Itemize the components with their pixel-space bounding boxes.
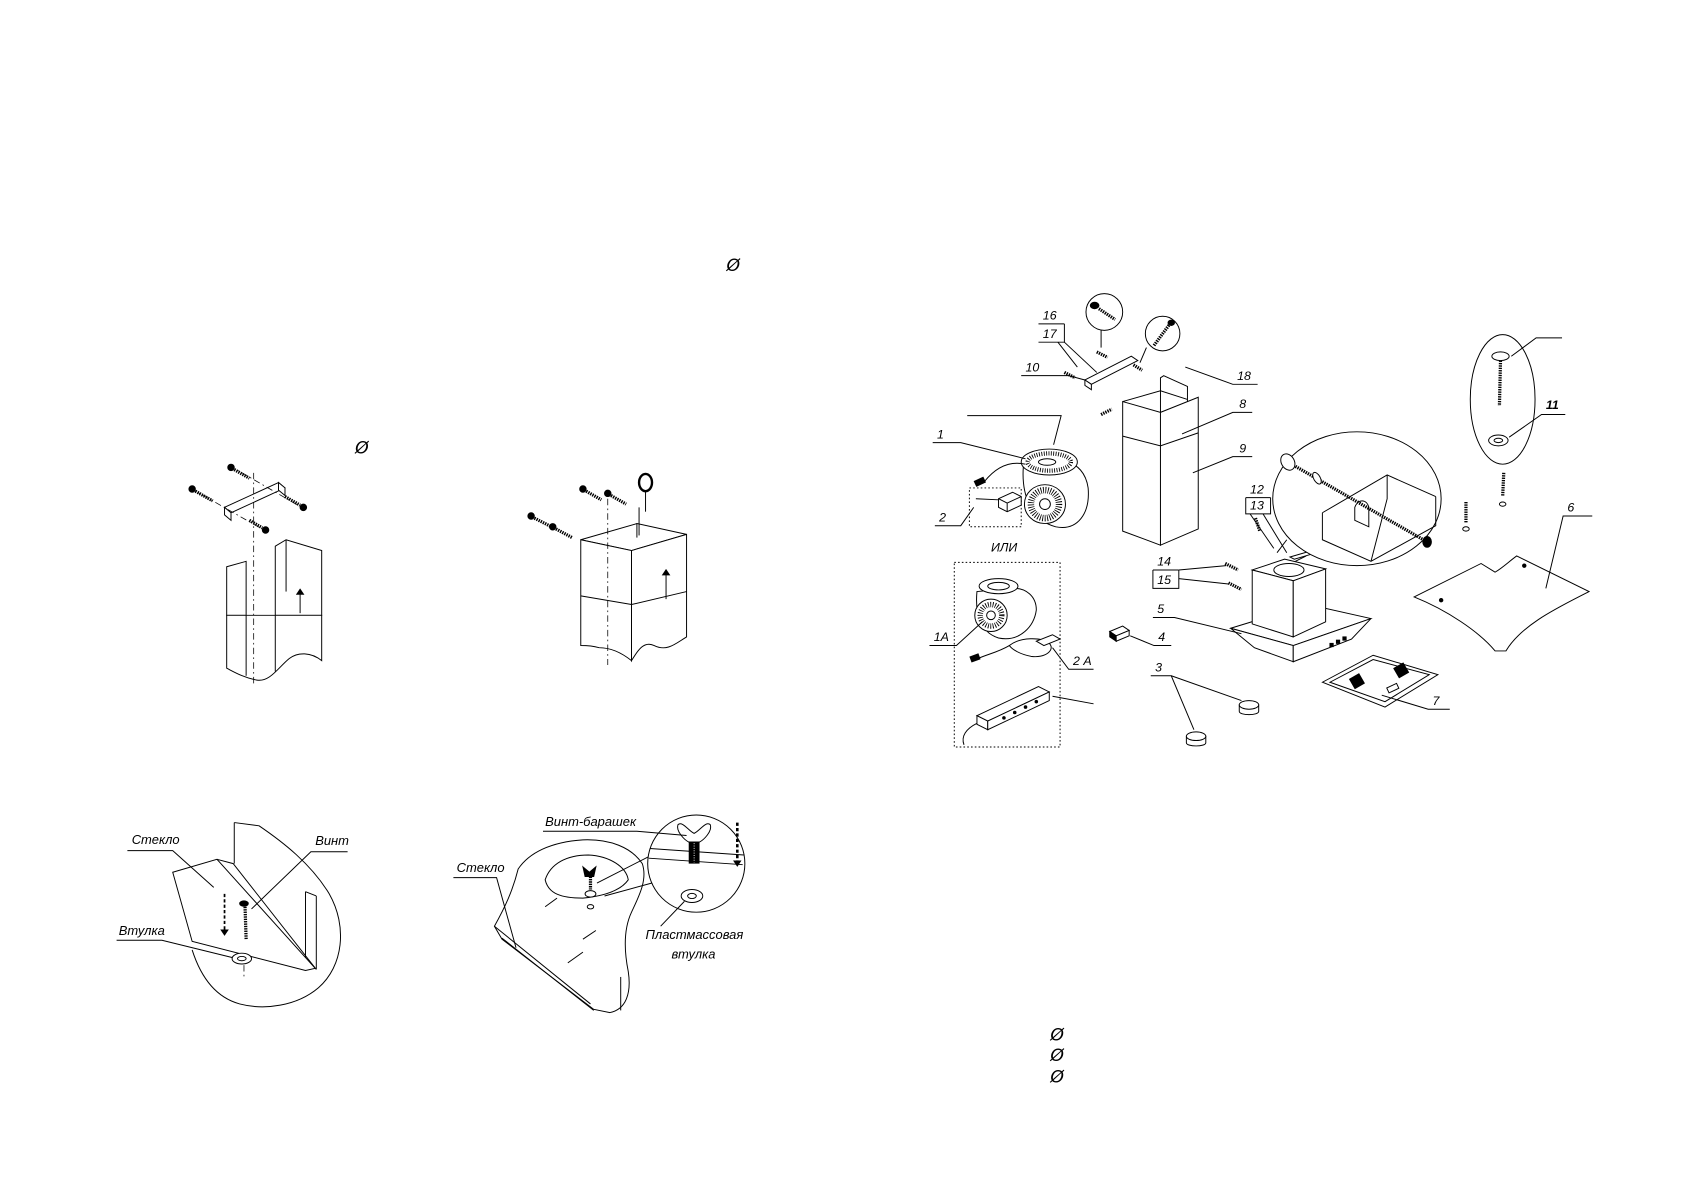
fan-motor-alt (974, 578, 1037, 640)
grease-filter (1321, 654, 1440, 708)
diameter-mark: Ø (726, 256, 741, 276)
part-label-5: 5 (1157, 602, 1164, 616)
wing-nut (677, 823, 712, 864)
part-label-7: 7 (1432, 694, 1440, 708)
part-label-1: 1 (937, 427, 944, 441)
screw (239, 900, 249, 940)
part-label-10: 10 (1026, 360, 1040, 374)
part-label-11: 11 (1546, 398, 1559, 412)
plastic-bushing (680, 889, 704, 903)
screw-bushing-inset (1469, 334, 1536, 465)
screw (1462, 501, 1470, 532)
glass-label: Стекло (457, 860, 505, 875)
part-label-16: 16 (1043, 309, 1057, 323)
chimney-right-face (1159, 396, 1199, 546)
mounting-bracket (1083, 355, 1139, 391)
wing-nut-detail: Винт-барашек Стекло Пластмассовая втулка (453, 814, 746, 1014)
part-label-12: 12 (1250, 482, 1264, 496)
chimney-bracket-figure (188, 463, 323, 685)
part-label-9: 9 (1239, 441, 1246, 455)
screw (1224, 562, 1239, 572)
part-label-4: 4 (1158, 630, 1165, 644)
glass-strip (494, 897, 622, 1011)
part-label-6: 6 (1567, 501, 1574, 515)
screw (1096, 350, 1109, 359)
chimney-lower-section (226, 614, 323, 681)
glass-label: Стекло (132, 832, 180, 847)
part-label-17: 17 (1043, 327, 1058, 341)
part-label-8: 8 (1239, 397, 1246, 411)
wing-nut-small (582, 865, 597, 910)
chimney-hanging-figure (527, 472, 688, 665)
part-label-18: 18 (1237, 369, 1251, 383)
plastic-bushing-label-line1: Пластмассовая (646, 927, 744, 942)
chimney-box (580, 523, 688, 663)
screw (548, 523, 573, 540)
bushing (231, 952, 253, 965)
detail-outline (191, 822, 341, 1008)
chimney-inner-section (1159, 375, 1188, 414)
part-label-2: 2 (938, 510, 946, 524)
chimney-left-face (1122, 400, 1161, 546)
glass-screw-detail: Стекло Винт Втулка (116, 822, 349, 1008)
bushing-label: Втулка (119, 923, 165, 938)
diameter-mark: Ø (1049, 1068, 1064, 1088)
screw-label: Винт (315, 833, 349, 848)
screw (1227, 581, 1243, 591)
hood-body (1228, 551, 1373, 663)
screw (248, 518, 270, 534)
or-label: ИЛИ (991, 541, 1017, 555)
foot-bushing (1238, 700, 1260, 716)
screw (579, 485, 603, 502)
part-label-13: 13 (1250, 499, 1264, 513)
wing-nut-label: Винт-барашек (545, 814, 637, 829)
chimney (1122, 375, 1199, 546)
part-4-block (1108, 625, 1131, 643)
screw (527, 512, 553, 529)
part-label-2a: 2 А (1072, 654, 1092, 668)
chimney-upper-section (226, 539, 323, 616)
screw (1132, 363, 1143, 372)
hood-glass-outline (493, 839, 645, 1014)
alternative-motor-box (953, 561, 1061, 748)
control-panel (962, 686, 1051, 746)
screw (1100, 407, 1113, 416)
bracket-zoom-inset (1272, 431, 1442, 567)
capacitor (975, 491, 1022, 513)
exploded-view: 16 17 10 18 8 9 (929, 293, 1593, 748)
foot-bushing (1185, 731, 1207, 747)
screw (604, 489, 627, 506)
screw (1498, 472, 1507, 507)
diameter-mark: Ø (354, 438, 369, 458)
plastic-bushing-label-line2: втулка (671, 947, 715, 962)
diameter-mark: Ø (1049, 1046, 1064, 1066)
part-label-15: 15 (1157, 573, 1171, 587)
wall-bracket (223, 481, 286, 522)
back-panel (233, 822, 317, 970)
glass-panel (1412, 555, 1591, 652)
diameter-mark: Ø (1049, 1026, 1064, 1046)
part-label-3: 3 (1155, 660, 1162, 674)
screw-inset (1139, 315, 1181, 363)
bolt-inset (1085, 293, 1124, 348)
ring-tool (637, 472, 654, 536)
part-label-14: 14 (1157, 555, 1171, 569)
control-module-2a (969, 634, 1062, 663)
part-label-1a: 1А (934, 630, 949, 644)
fan-motor (973, 448, 1089, 528)
